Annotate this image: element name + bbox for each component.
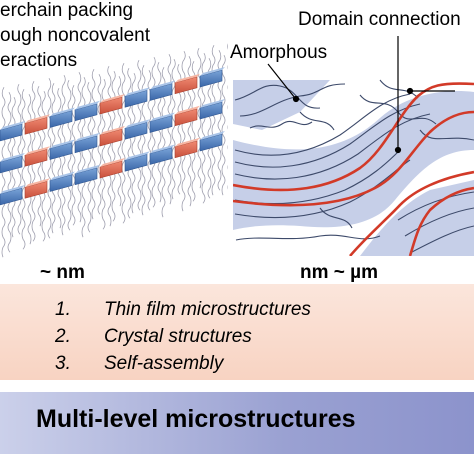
- lamella-domain: [233, 91, 474, 231]
- side-chain: [211, 44, 216, 196]
- unit-top-face: [175, 137, 200, 147]
- unit-top-face: [150, 80, 175, 90]
- side-chain: [57, 87, 62, 229]
- list-label: Thin film microstructures: [104, 299, 311, 320]
- unit-top-face: [75, 132, 100, 142]
- microstructure-illustration: [233, 36, 474, 256]
- side-chain: [67, 79, 72, 231]
- acceptor-unit: [174, 108, 198, 127]
- unit-top-face: [50, 107, 75, 117]
- tie-chain: [233, 110, 474, 207]
- unit-top-face: [200, 67, 225, 76]
- unit-top-face: [200, 131, 225, 140]
- donor-unit: [124, 121, 148, 140]
- donor-unit: [149, 83, 173, 101]
- donor-unit: [199, 69, 223, 88]
- tie-chain: [408, 186, 474, 256]
- acceptor-unit: [174, 76, 198, 95]
- side-chain: [221, 54, 226, 196]
- donor-unit: [199, 101, 223, 120]
- unit-top-face: [125, 119, 150, 129]
- amorphous-label: Amorphous: [230, 42, 328, 63]
- unit-top-face: [150, 112, 175, 122]
- acceptor-unit: [24, 116, 48, 135]
- side-chain: [21, 88, 26, 250]
- unit-top-face: [50, 171, 75, 181]
- donor-unit: [49, 110, 73, 128]
- unit-top-face: [25, 178, 50, 188]
- list-number: 1.: [55, 299, 71, 320]
- unit-top-face: [100, 126, 125, 135]
- unit-top-face: [175, 105, 200, 115]
- domain-connection-label: Domain connection: [298, 9, 461, 30]
- side-chain: [111, 70, 116, 222]
- amorphous-leader-line: [267, 63, 296, 99]
- title-band: [0, 392, 474, 454]
- acceptor-unit: [99, 96, 123, 115]
- unit-top-face: [125, 87, 150, 97]
- left-caption-line-2: ough noncovalent: [0, 25, 151, 46]
- left-caption-line-3: eractions: [0, 50, 78, 71]
- unit-top-face: [50, 139, 75, 149]
- list-number: 2.: [55, 326, 71, 347]
- left-caption-line-1: erchain packing: [0, 0, 134, 21]
- left-scale-label: ~ nm: [40, 262, 85, 283]
- side-chain: [121, 62, 126, 224]
- unit-top-face: [25, 114, 50, 124]
- chain-packing-illustration: [0, 43, 228, 258]
- unit-top-face: [200, 99, 225, 108]
- unit-top-face: [100, 158, 125, 167]
- unit-top-face: [100, 94, 125, 103]
- side-chain: [7, 91, 12, 253]
- tie-chain: [349, 170, 474, 256]
- unit-top-face: [75, 100, 100, 110]
- lamella-domain: [233, 80, 330, 130]
- unit-top-face: [25, 146, 50, 156]
- side-chain: [167, 53, 172, 205]
- side-chain: [71, 84, 76, 226]
- unit-top-face: [125, 151, 150, 161]
- list-number: 3.: [55, 353, 71, 374]
- side-chain: [81, 76, 86, 238]
- figure-title: Multi-level microstructures: [36, 405, 356, 433]
- donor-unit: [0, 123, 23, 142]
- donor-unit: [124, 89, 148, 108]
- side-chain: [27, 93, 32, 245]
- list-label: Crystal structures: [104, 326, 252, 347]
- left-caption: erchain packing ough noncovalent eractio…: [0, 0, 150, 72]
- donor-unit: [74, 103, 98, 122]
- right-scale-label: nm ~ µm: [300, 262, 378, 283]
- side-chain: [171, 58, 176, 200]
- unit-top-face: [175, 73, 200, 83]
- unit-top-face: [0, 121, 25, 130]
- donor-unit: [149, 115, 173, 133]
- list-label: Self-assembly: [104, 353, 224, 374]
- tie-chain: [233, 82, 474, 192]
- side-chain: [107, 65, 112, 227]
- unit-top-face: [150, 144, 175, 154]
- approaches-band: 1. Thin film microstructures 2. Crystal …: [0, 284, 474, 380]
- unit-top-face: [0, 185, 25, 194]
- unit-top-face: [0, 153, 25, 162]
- side-chain: [127, 67, 132, 219]
- unit-top-face: [75, 164, 100, 174]
